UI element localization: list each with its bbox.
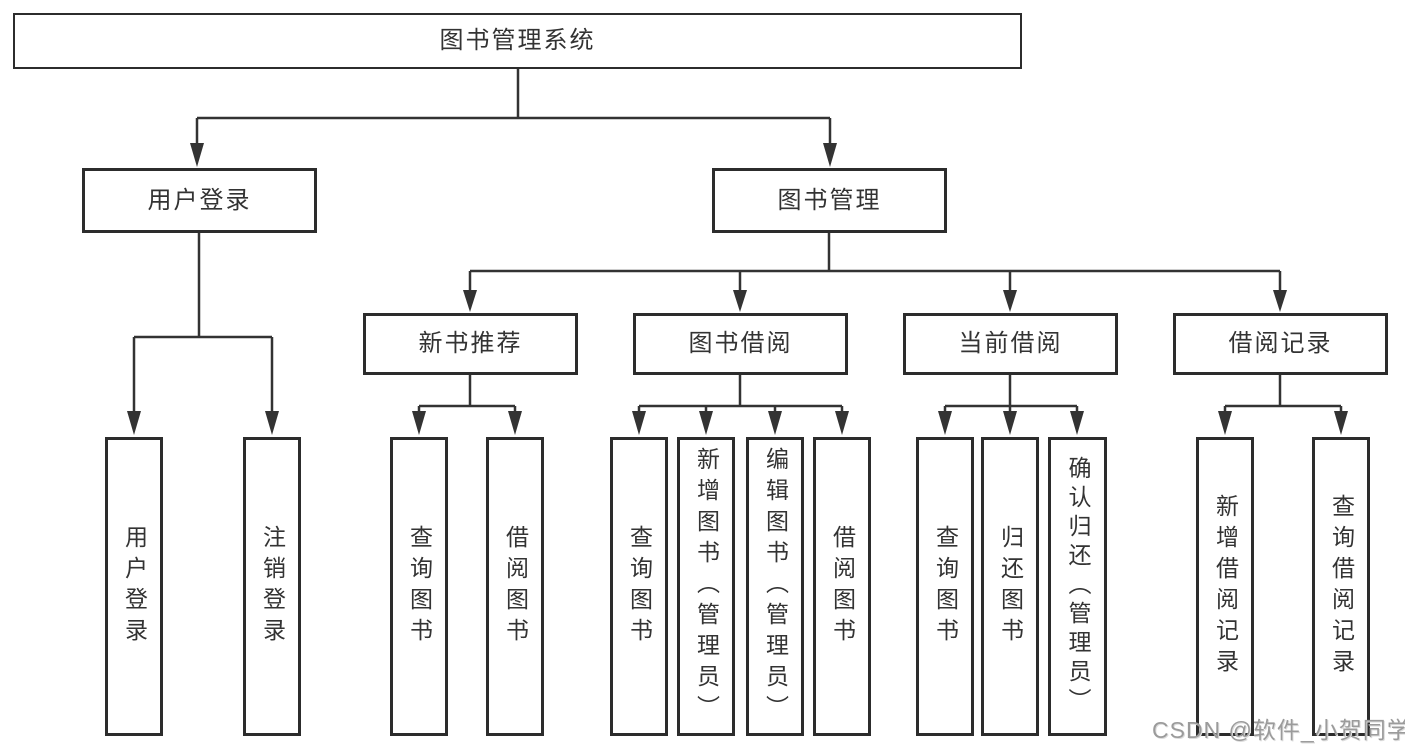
arrowhead <box>1273 290 1287 312</box>
node-current-borrowing-label: 当前借阅 <box>958 330 1063 357</box>
node-root-label: 图书管理系统 <box>439 27 596 54</box>
arrowhead <box>733 290 747 312</box>
node-book-borrowing: 图书借阅 <box>633 313 848 375</box>
arrowhead <box>768 411 782 435</box>
arrowhead <box>1218 411 1232 435</box>
leaf-borrow-book-2: 借阅图书 <box>813 437 871 736</box>
connector-borrowrecords-to-leaves <box>1223 375 1343 414</box>
arrowhead <box>463 290 477 312</box>
leaf-logout: 注销登录 <box>243 437 301 736</box>
leaf-borrow-book-1-label: 借阅图书 <box>502 524 529 649</box>
arrowhead <box>823 143 837 167</box>
node-user-login: 用户登录 <box>82 168 317 233</box>
leaf-query-book-1: 查询图书 <box>390 437 448 736</box>
connector-newbookrec-to-leaves <box>417 375 517 414</box>
connector-root-to-level2 <box>195 69 832 148</box>
node-root: 图书管理系统 <box>13 13 1022 69</box>
leaf-query-book-2-label: 查询图书 <box>626 524 653 649</box>
arrowhead <box>699 411 713 435</box>
node-current-borrowing: 当前借阅 <box>903 313 1118 375</box>
leaf-query-book-3-label: 查询图书 <box>932 524 959 649</box>
leaf-query-book-3: 查询图书 <box>916 437 974 736</box>
node-borrowing-records-label: 借阅记录 <box>1228 330 1333 357</box>
node-new-book-recommend: 新书推荐 <box>363 313 578 375</box>
node-book-management-label: 图书管理 <box>777 186 882 214</box>
arrowhead <box>127 411 141 435</box>
arrowhead <box>190 143 204 167</box>
arrowhead <box>265 411 279 435</box>
node-book-borrowing-label: 图书借阅 <box>688 330 793 357</box>
csdn-watermark: CSDN @软件_小贺同学 <box>1152 717 1405 743</box>
arrowhead <box>835 411 849 435</box>
leaf-return-book: 归还图书 <box>981 437 1039 736</box>
connector-currentborrow-to-leaves <box>943 375 1079 414</box>
leaf-return-book-label: 归还图书 <box>997 524 1024 649</box>
leaf-edit-book-label: 编辑图书（管理员） <box>762 447 789 726</box>
node-new-book-recommend-label: 新书推荐 <box>418 330 523 357</box>
arrowhead <box>938 411 952 435</box>
arrowhead <box>412 411 426 435</box>
arrowhead <box>1334 411 1348 435</box>
arrowhead <box>632 411 646 435</box>
node-borrowing-records: 借阅记录 <box>1173 313 1388 375</box>
arrowhead <box>508 411 522 435</box>
leaf-add-borrow-record: 新增借阅记录 <box>1196 437 1254 736</box>
node-user-login-label: 用户登录 <box>147 186 252 214</box>
leaf-query-borrow-record-label: 查询借阅记录 <box>1328 493 1355 680</box>
leaf-user-login-label: 用户登录 <box>121 524 148 649</box>
leaf-borrow-book-1: 借阅图书 <box>486 437 544 736</box>
connector-userlogin-to-leaves <box>132 233 274 414</box>
arrowhead <box>1003 411 1017 435</box>
leaf-logout-label: 注销登录 <box>259 524 286 649</box>
leaf-add-borrow-record-label: 新增借阅记录 <box>1212 493 1239 680</box>
arrowheads <box>127 143 1348 435</box>
leaf-query-book-1-label: 查询图书 <box>406 524 433 649</box>
leaf-borrow-book-2-label: 借阅图书 <box>829 524 856 649</box>
leaf-confirm-return: 确认归还（管理员） <box>1048 437 1107 736</box>
node-book-management: 图书管理 <box>712 168 947 233</box>
leaf-user-login: 用户登录 <box>105 437 163 736</box>
connector-bookmgmt-to-level3 <box>468 233 1282 294</box>
leaf-query-borrow-record: 查询借阅记录 <box>1312 437 1370 736</box>
leaf-query-book-2: 查询图书 <box>610 437 668 736</box>
leaf-edit-book: 编辑图书（管理员） <box>746 437 804 736</box>
connector-bookborrow-to-leaves <box>637 375 844 414</box>
leaf-confirm-return-label: 确认归还（管理员） <box>1065 456 1091 717</box>
leaf-add-book: 新增图书（管理员） <box>677 437 735 736</box>
arrowhead <box>1003 290 1017 312</box>
arrowhead <box>1070 411 1084 435</box>
leaf-add-book-label: 新增图书（管理员） <box>693 447 720 726</box>
